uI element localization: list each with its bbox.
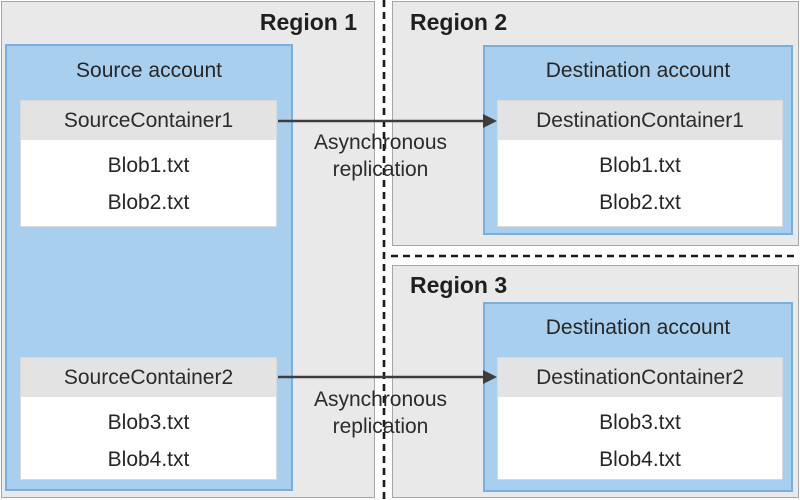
destination-account-title-region3: Destination account <box>545 316 731 339</box>
region-1-title: Region 1 <box>259 9 357 35</box>
blob-item: Blob4.txt <box>599 448 681 471</box>
blob-item: Blob2.txt <box>599 191 681 214</box>
blob-item: Blob2.txt <box>107 191 190 214</box>
arrow-label-1: Asynchronous replication <box>313 131 448 181</box>
container-destination2-name: DestinationContainer2 <box>536 365 744 389</box>
region-3-title: Region 3 <box>410 272 508 298</box>
destination-account-title-region2: Destination account <box>545 59 731 82</box>
container-source2: SourceContainer2 Blob3.txt Blob4.txt <box>20 357 277 480</box>
container-destination2-blob-list: Blob3.txt Blob4.txt <box>498 404 782 478</box>
blob-item: Blob4.txt <box>107 448 190 471</box>
container-source1-name: SourceContainer1 <box>63 108 234 132</box>
container-source2-blob-list: Blob3.txt Blob4.txt <box>21 404 276 478</box>
source-account-title: Source account <box>76 59 222 82</box>
container-source2-header: SourceContainer2 <box>21 358 276 397</box>
blob-item: Blob1.txt <box>599 154 681 177</box>
container-destination1-name: DestinationContainer1 <box>536 108 744 132</box>
container-source1-blob-list: Blob1.txt Blob2.txt <box>21 147 276 221</box>
blob-item: Blob1.txt <box>107 154 190 177</box>
container-destination1-header: DestinationContainer1 <box>498 101 782 140</box>
container-source2-name: SourceContainer2 <box>63 365 234 389</box>
container-source1-header: SourceContainer1 <box>21 101 276 140</box>
container-destination1: DestinationContainer1 Blob1.txt Blob2.tx… <box>497 100 783 227</box>
container-source1: SourceContainer1 Blob1.txt Blob2.txt <box>20 100 277 227</box>
container-destination2-header: DestinationContainer2 <box>498 358 782 397</box>
container-destination2: DestinationContainer2 Blob3.txt Blob4.tx… <box>497 357 783 480</box>
arrow-label-2: Asynchronous replication <box>313 388 448 438</box>
container-destination1-blob-list: Blob1.txt Blob2.txt <box>498 147 782 221</box>
blob-item: Blob3.txt <box>107 411 190 434</box>
blob-item: Blob3.txt <box>599 411 681 434</box>
region-2-title: Region 2 <box>410 9 508 35</box>
